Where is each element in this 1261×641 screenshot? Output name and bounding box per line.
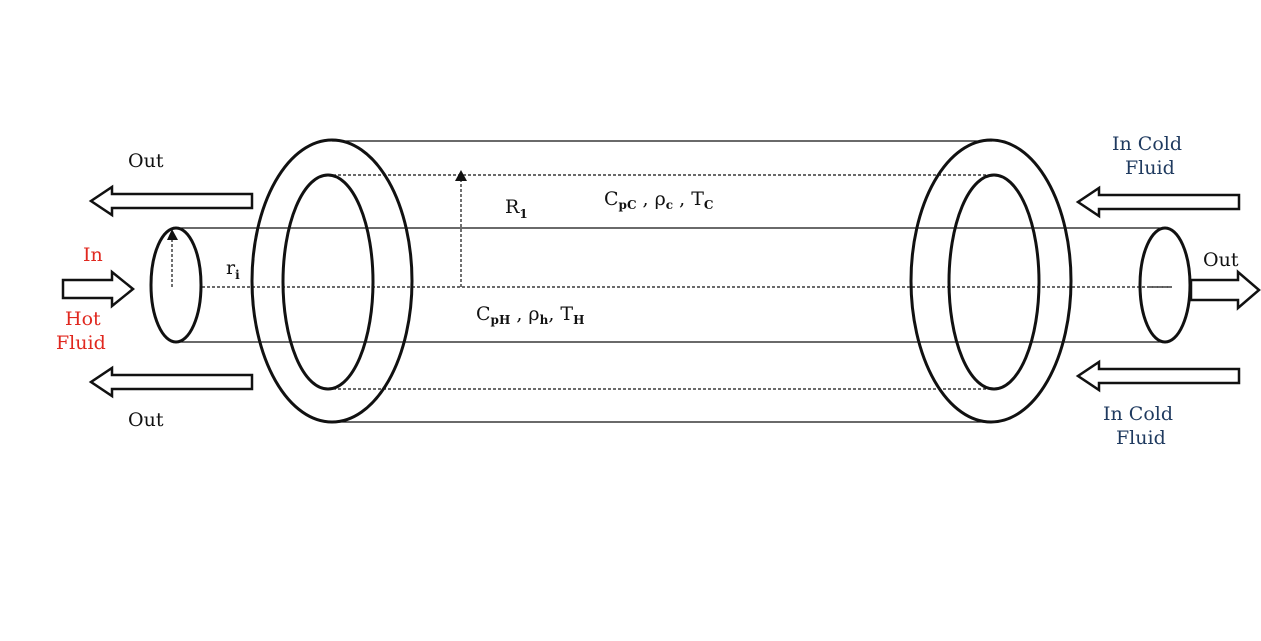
right-inner-ring	[947, 173, 1041, 391]
outer-pipe	[328, 140, 995, 423]
arrow-out-right-icon	[1189, 269, 1261, 311]
label-in-cold-top: In Cold	[1112, 133, 1182, 155]
arrow-in-cold-top-icon	[1075, 185, 1241, 219]
label-in-hot: In	[83, 244, 103, 266]
label-fluid-cold-bottom: Fluid	[1116, 427, 1166, 449]
inner-pipe-right-end	[1138, 226, 1192, 344]
label-fluid-cold-top: Fluid	[1125, 157, 1175, 179]
inner-radius-indicator	[167, 229, 178, 287]
inner-pipe	[172, 227, 1172, 343]
label-hot: Hot	[65, 308, 101, 330]
label-out-bottom-left: Out	[128, 409, 164, 431]
inner-pipe-left-end	[149, 226, 203, 344]
right-annulus	[909, 138, 1073, 424]
outer-radius-indicator	[455, 170, 467, 287]
inner-radius-label: ri	[226, 257, 240, 282]
cold-fluid-properties: CpC , ρc , TC	[604, 188, 713, 212]
label-out-right: Out	[1203, 249, 1239, 271]
left-annulus	[250, 138, 414, 424]
outer-radius-label: R1	[505, 196, 528, 221]
arrow-out-bottom-left-icon	[88, 365, 254, 399]
label-out-top-left: Out	[128, 150, 164, 172]
label-fluid-hot: Fluid	[56, 332, 106, 354]
outer-radius-arrowhead-icon	[455, 170, 467, 181]
left-outer-ring	[250, 138, 414, 424]
left-inner-ring	[281, 173, 375, 391]
flow-arrows	[61, 184, 1261, 399]
arrow-in-hot-icon	[61, 269, 135, 309]
arrow-out-top-left-icon	[88, 184, 254, 218]
arrow-in-cold-bottom-icon	[1075, 359, 1241, 393]
label-in-cold-bottom: In Cold	[1103, 403, 1173, 425]
right-outer-ring	[909, 138, 1073, 424]
inner-radius-arrowhead-icon	[167, 229, 178, 240]
hot-fluid-properties: CpH , ρh, TH	[476, 303, 584, 327]
